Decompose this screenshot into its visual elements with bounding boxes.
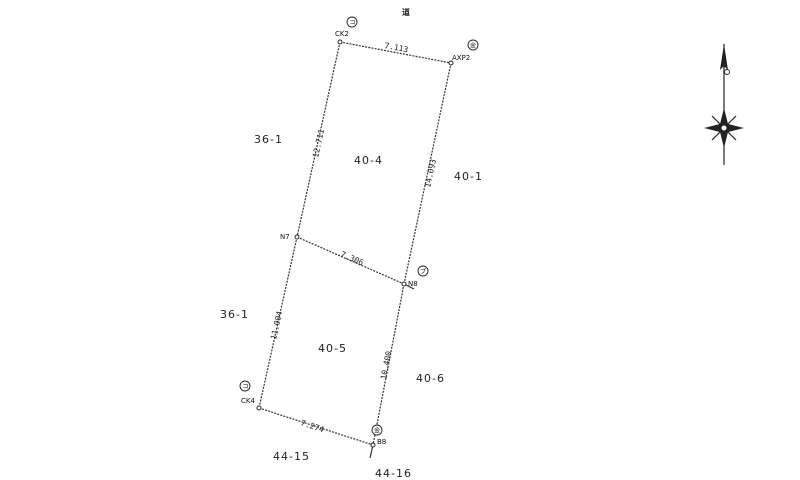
dim-left-upper: 12.711 xyxy=(311,128,326,158)
parcel-40-4: 40-4 xyxy=(354,154,383,167)
point-axp2 xyxy=(448,60,454,66)
dim-top: 7.113 xyxy=(384,41,410,54)
point-ck2 xyxy=(337,39,343,45)
label-ck4: CK4 xyxy=(241,397,255,405)
mark-n8: プ xyxy=(417,265,429,277)
dim-left-lower: 11.004 xyxy=(269,310,284,340)
boundary-bottom xyxy=(258,407,374,446)
parcel-40-5: 40-5 xyxy=(318,342,347,355)
boundary-right-upper xyxy=(403,62,452,285)
dim-middle: 7.306 xyxy=(339,250,365,268)
boundary-top xyxy=(339,41,452,64)
mark-ck2: コ xyxy=(346,16,358,28)
mark-n8-text: プ xyxy=(420,269,426,276)
mark-b8: 金 xyxy=(371,424,383,436)
mark-ck4: コ xyxy=(239,380,251,392)
dim-right-upper: 14.093 xyxy=(423,158,438,188)
label-ck2: CK2 xyxy=(335,30,349,38)
parcel-36-1-upper: 36-1 xyxy=(254,133,283,146)
mark-ck2-text: コ xyxy=(350,20,356,27)
parcel-40-1: 40-1 xyxy=(454,170,483,183)
mark-axp2: 金 xyxy=(467,39,479,51)
parcel-44-15: 44-15 xyxy=(273,450,310,463)
boundary-middle xyxy=(296,236,405,285)
mark-ck4-text: コ xyxy=(243,384,249,391)
north-arrow-icon xyxy=(704,44,744,165)
dim-bottom: 7.274 xyxy=(299,418,325,434)
parcel-36-1-lower: 36-1 xyxy=(220,308,249,321)
point-ck4 xyxy=(256,405,262,411)
road-label: 道 xyxy=(402,7,410,17)
label-n7: N7 xyxy=(280,233,290,241)
parcel-44-16: 44-16 xyxy=(375,467,412,480)
point-b8 xyxy=(370,442,376,448)
mark-b8-text: 金 xyxy=(374,427,380,435)
point-n8 xyxy=(401,281,407,287)
boundary-left-upper xyxy=(296,41,341,238)
label-b8: B8 xyxy=(377,438,386,446)
boundary-left-lower xyxy=(258,236,298,409)
label-axp2: AXP2 xyxy=(452,54,470,62)
dim-right-lower: 10.400 xyxy=(379,350,393,380)
label-n8-upper: N8 xyxy=(408,280,418,288)
boundary-right-lower xyxy=(372,283,405,446)
point-n7 xyxy=(294,234,300,240)
mark-axp2-text: 金 xyxy=(470,42,476,50)
parcel-40-6: 40-6 xyxy=(416,372,445,385)
